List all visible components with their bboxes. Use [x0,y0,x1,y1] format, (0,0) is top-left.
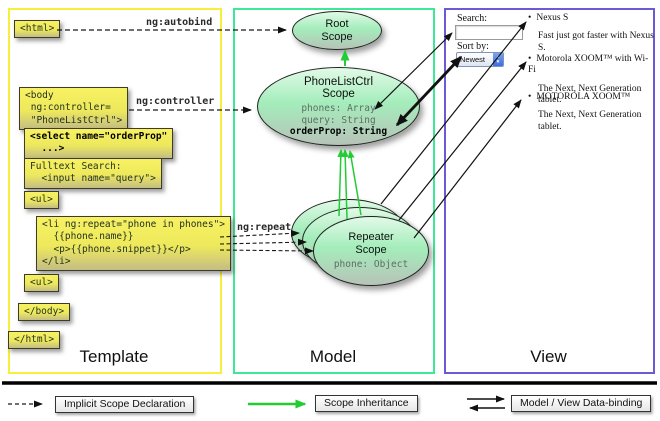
code-box-ul-close: <ul> [24,274,59,293]
prop-orderprop: orderProp: String [289,126,388,138]
repeater-scope-title: Repeater Scope [348,231,394,256]
model-column-label: Model [309,347,357,366]
code-box-ul-open: <ul> [24,191,59,210]
phonelistctrl-scope-ellipse: PhoneListCtrl Scope phones: Array query:… [257,67,420,146]
code-box-select-orderprop: <select name="orderProp" ...> [24,128,174,159]
phonelistctrl-scope-title: PhoneListCtrl Scope [303,75,374,101]
phone-item-title: MOTOROLA XOOM™ [528,92,656,103]
repeat-label: ng:repeat [237,222,292,233]
code-box-fulltext-search: Fulltext Search: <input name="query"> [24,158,162,189]
code-box-body-open: <body ng:controller= "PhoneListCtrl"> [19,87,129,131]
code-box-html-close: </html> [8,331,61,350]
autobind-label: ng:autobind [146,17,213,28]
sort-dropdown[interactable]: Newest ▲▼ [456,52,504,67]
legend-scope-inheritance: Scope Inheritance [315,395,418,412]
root-scope-ellipse: Root Scope [292,11,382,50]
sort-dropdown-value: Newest [460,55,486,64]
phone-list-item: Nexus S Fast just got faster with Nexus … [528,13,656,54]
dropdown-stepper-icon: ▲▼ [493,53,503,66]
phone-item-desc: Fast just got faster with Nexus S. [538,31,654,53]
code-box-body-close: </body> [18,303,71,322]
phone-item-title: Motorola XOOM™ with Wi-Fi [528,54,656,77]
view-column-label: View [530,347,567,366]
code-box-li-repeat: <li ng:repeat="phone in phones"> {{phone… [36,216,232,272]
prop-phones: phones: Array [301,103,376,115]
template-column-label: Template [79,347,149,366]
controller-label: ng:controller [136,96,215,107]
phone-item-title: Nexus S [528,13,656,24]
search-input[interactable] [455,25,523,40]
repeater-scope-ellipse-front: Repeater Scope phone: Object [313,216,429,286]
model-column [233,8,435,374]
prop-phone: phone: Object [333,259,409,271]
phone-item-desc: The Next, Next Generation tablet. [538,110,642,132]
code-box-html-open: <html> [14,20,61,39]
legend-implicit-scope: Implicit Scope Declaration [55,396,195,413]
search-label: Search: [457,13,487,24]
root-scope-title: Root Scope [321,18,353,43]
legend-data-binding: Model / View Data-binding [511,395,652,412]
prop-query: query: String [301,114,376,126]
sort-by-label: Sort by: [457,41,489,52]
phone-list-item: MOTOROLA XOOM™ The Next, Next Generation… [528,92,656,133]
